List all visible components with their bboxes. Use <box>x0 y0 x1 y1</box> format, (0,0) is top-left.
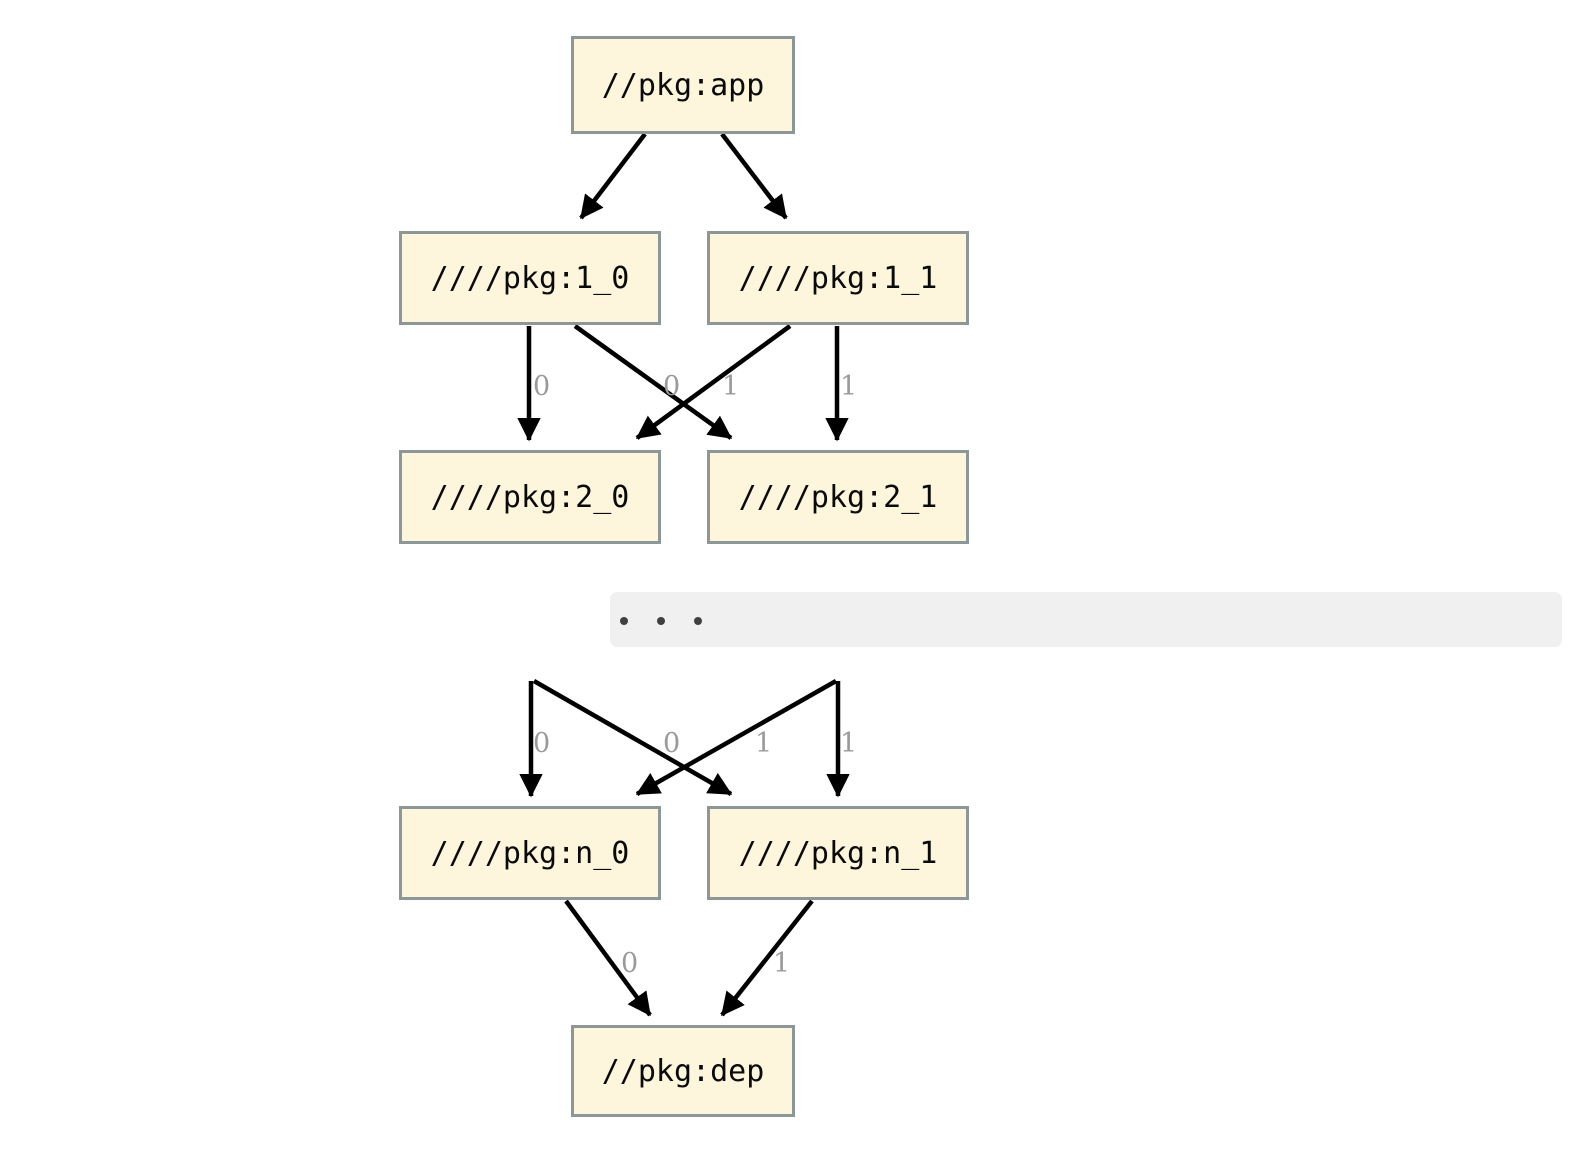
edge-upper-to-n_1-cross <box>532 679 733 796</box>
node-pkg-n_0[interactable]: ////pkg:n_0 <box>399 806 661 900</box>
edge-1_0-to-2_1 <box>573 324 733 440</box>
edge-n_0-to-dep <box>564 899 652 1017</box>
node-pkg-2_1[interactable]: ////pkg:2_1 <box>707 450 969 544</box>
edge-label-1_0-2_1: 1 <box>722 371 740 402</box>
node-pkg-2_1-label: ////pkg:2_1 <box>738 479 938 515</box>
node-dep-label: //pkg:dep <box>601 1053 765 1089</box>
node-pkg-n_1[interactable]: ////pkg:n_1 <box>707 806 969 900</box>
ellipsis-separator <box>610 592 1562 647</box>
edge-label-upper-n_1-cross: 1 <box>755 728 773 759</box>
edge-app-to-1_1 <box>720 132 788 220</box>
edge-1_1-to-2_0 <box>635 324 792 440</box>
node-app[interactable]: //pkg:app <box>571 36 795 134</box>
edge-label-n_1-dep: 1 <box>773 948 791 979</box>
ellipsis-dot-3 <box>694 617 702 625</box>
node-pkg-2_0[interactable]: ////pkg:2_0 <box>399 450 661 544</box>
ellipsis-dot-2 <box>657 617 665 625</box>
edge-app-to-1_0 <box>579 132 647 220</box>
edge-n_1-to-dep <box>720 899 814 1017</box>
node-dep[interactable]: //pkg:dep <box>571 1025 795 1117</box>
ellipsis-dot-1 <box>620 617 628 625</box>
edge-label-upper-n_0: 0 <box>533 728 551 759</box>
node-app-label: //pkg:app <box>601 67 765 103</box>
node-pkg-1_0[interactable]: ////pkg:1_0 <box>399 231 661 325</box>
edge-label-1_1-2_1: 1 <box>840 371 858 402</box>
node-pkg-n_1-label: ////pkg:n_1 <box>738 835 938 871</box>
node-pkg-2_0-label: ////pkg:2_0 <box>430 479 630 515</box>
edge-label-n_0-dep: 0 <box>621 948 639 979</box>
node-pkg-1_1[interactable]: ////pkg:1_1 <box>707 231 969 325</box>
edge-label-upper-n_0-cross: 0 <box>663 728 681 759</box>
edge-upper-to-n_0-cross <box>635 679 838 796</box>
edge-label-upper-n_1: 1 <box>840 728 858 759</box>
node-pkg-1_1-label: ////pkg:1_1 <box>738 260 938 296</box>
edge-label-1_1-2_0: 0 <box>663 371 681 402</box>
edge-label-1_0-2_0: 0 <box>533 371 551 402</box>
node-pkg-n_0-label: ////pkg:n_0 <box>430 835 630 871</box>
node-pkg-1_0-label: ////pkg:1_0 <box>430 260 630 296</box>
